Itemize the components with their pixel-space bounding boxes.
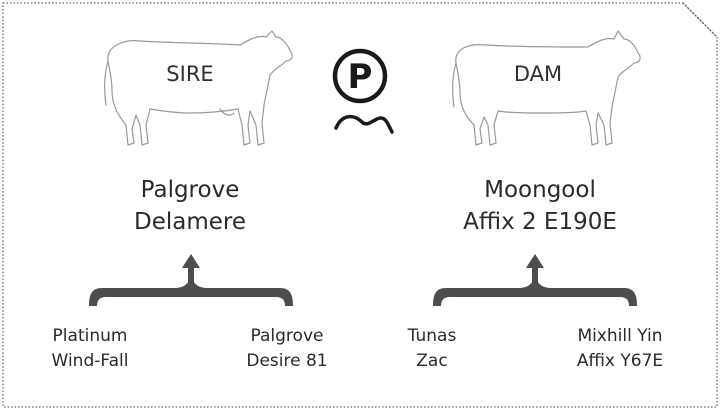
p-logo-letter: P [348, 57, 373, 97]
dam-cow-icon [452, 30, 641, 146]
dam-parent-1: Tunas Zac [382, 324, 482, 374]
sire-name-line2: Delamere [133, 209, 246, 235]
ancestor-line: Zac [416, 351, 448, 371]
dam-name: Moongool Affix 2 E190E [440, 174, 640, 238]
ancestor-line: Mixhill Yin [577, 326, 663, 346]
ancestor-line: Wind-Fall [51, 351, 129, 371]
ancestor-line: Platinum [52, 326, 128, 346]
dam-name-line1: Moongool [484, 177, 596, 203]
sire-parent-1: Platinum Wind-Fall [30, 324, 150, 374]
sire-brace-arrow [89, 254, 293, 306]
sire-name-line1: Palgrove [140, 177, 240, 203]
sire-name: Palgrove Delamere [100, 174, 280, 238]
ancestor-line: Desire 81 [246, 351, 328, 371]
ancestor-line: Palgrove [250, 326, 324, 346]
sire-parent-2: Palgrove Desire 81 [232, 324, 342, 374]
ancestor-line: Affix Y67E [576, 351, 664, 371]
sire-tag: SIRE [166, 62, 214, 86]
sire-cow-icon [104, 30, 293, 146]
p-logo-icon: P [332, 48, 394, 134]
dam-brace-arrow [433, 254, 637, 306]
ancestor-line: Tunas [407, 326, 457, 346]
dam-name-line2: Affix 2 E190E [463, 209, 617, 235]
dam-tag: DAM [513, 62, 563, 86]
dam-parent-2: Mixhill Yin Affix Y67E [560, 324, 680, 374]
